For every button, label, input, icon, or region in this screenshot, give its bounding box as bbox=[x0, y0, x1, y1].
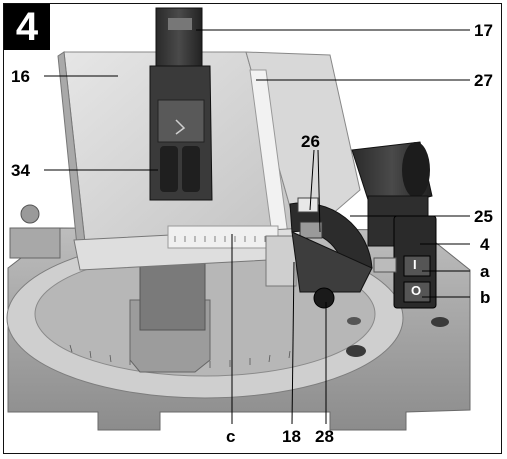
callout-17: 17 bbox=[474, 21, 493, 40]
switch-off-symbol: O bbox=[411, 283, 422, 298]
callout-c: c bbox=[226, 427, 236, 446]
callout-4: 4 bbox=[480, 235, 490, 254]
callout-25: 25 bbox=[474, 207, 493, 226]
callout-34: 34 bbox=[11, 161, 30, 180]
callout-a: a bbox=[480, 262, 490, 281]
callout-16: 16 bbox=[11, 67, 30, 86]
callout-28: 28 bbox=[315, 427, 334, 446]
figure-frame bbox=[3, 3, 502, 454]
callout-26: 26 bbox=[301, 132, 320, 151]
callout-18: 18 bbox=[282, 427, 301, 446]
switch-on-symbol: I bbox=[413, 257, 417, 272]
figure-number-badge: 4 bbox=[4, 4, 50, 50]
callout-27: 27 bbox=[474, 71, 493, 90]
callout-b: b bbox=[480, 288, 491, 307]
